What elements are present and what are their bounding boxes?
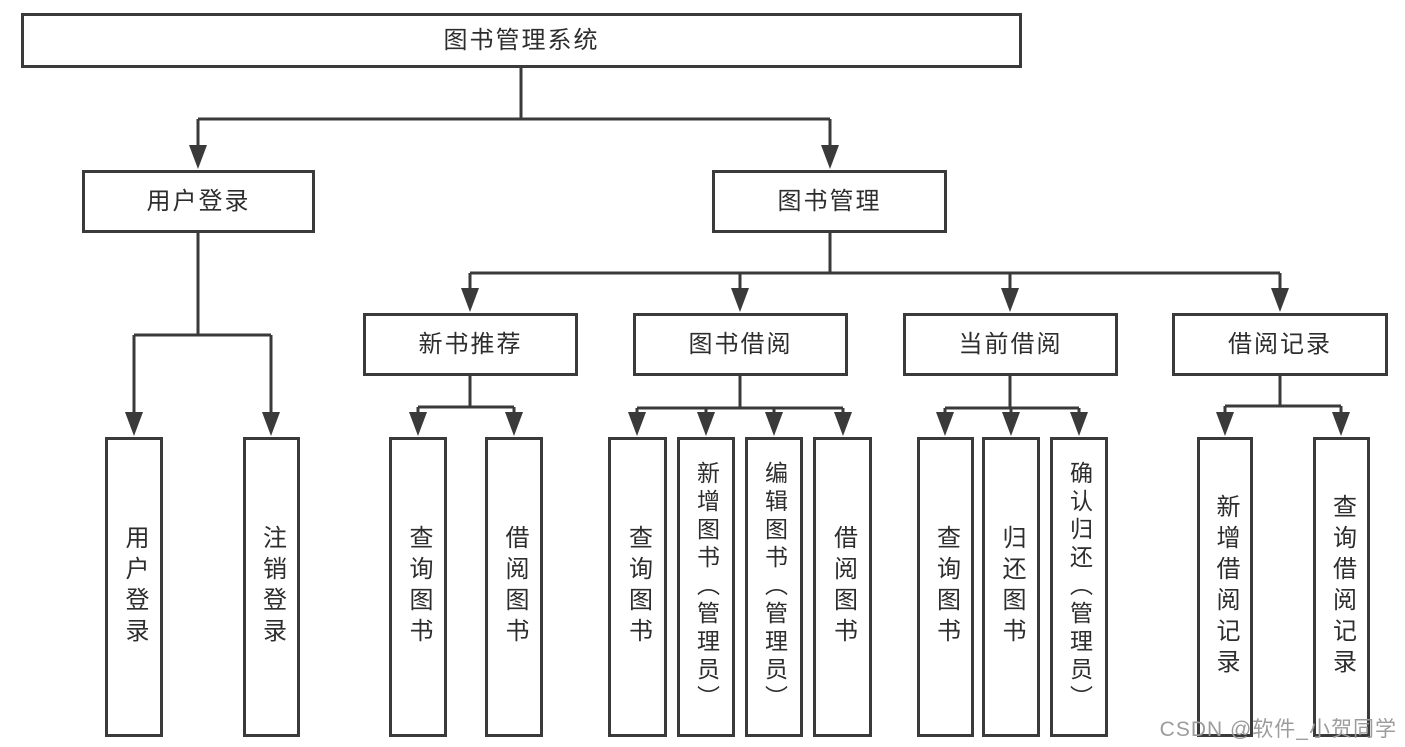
leaf-bb-query-books-label: 查询图书	[624, 525, 652, 649]
leaf-bb-query-books: 查询图书	[608, 437, 667, 737]
node-book-borrow-label: 图书借阅	[688, 330, 793, 358]
node-new-book-recommend: 新书推荐	[363, 313, 578, 376]
leaf-cb-confirm-return: 确认归还（管理员）	[1050, 437, 1108, 737]
watermark: CSDN @软件_小贺同学	[1159, 718, 1397, 741]
leaf-bb-add-books-label: 新增图书（管理员）	[693, 461, 720, 713]
node-borrow-records-label: 借阅记录	[1228, 330, 1332, 358]
node-new-book-recommend-label: 新书推荐	[418, 330, 523, 358]
leaf-user-login-label: 用户登录	[121, 525, 148, 649]
leaf-bb-borrow-books: 借阅图书	[813, 437, 872, 737]
leaf-br-add-record-label: 新增借阅记录	[1212, 494, 1239, 680]
leaf-bb-edit-books-label: 编辑图书（管理员）	[761, 461, 788, 713]
leaf-rec-borrow-books: 借阅图书	[485, 437, 543, 737]
node-user-login: 用户登录	[82, 170, 315, 233]
leaf-cb-confirm-return-label: 确认归还（管理员）	[1066, 461, 1093, 713]
leaf-rec-query-books-label: 查询图书	[405, 525, 432, 649]
leaf-user-login: 用户登录	[105, 437, 163, 737]
leaf-cb-query-books: 查询图书	[917, 437, 974, 737]
node-user-login-label: 用户登录	[146, 187, 251, 215]
leaf-rec-query-books: 查询图书	[389, 437, 447, 737]
node-book-management: 图书管理	[712, 170, 947, 233]
node-root-label: 图书管理系统	[443, 26, 600, 54]
leaf-bb-borrow-books-label: 借阅图书	[829, 525, 857, 649]
connector-path	[132, 68, 1343, 413]
leaf-br-query-record: 查询借阅记录	[1313, 437, 1370, 737]
node-current-borrow: 当前借阅	[903, 313, 1118, 376]
leaf-bb-add-books: 新增图书（管理员）	[677, 437, 735, 737]
leaf-logout: 注销登录	[243, 437, 300, 737]
node-current-borrow-label: 当前借阅	[958, 330, 1063, 358]
leaf-cb-return-books-label: 归还图书	[998, 525, 1025, 649]
leaf-cb-return-books: 归还图书	[982, 437, 1040, 737]
arrowheads	[125, 145, 1350, 436]
leaf-bb-edit-books: 编辑图书（管理员）	[745, 437, 803, 737]
leaf-br-query-record-label: 查询借阅记录	[1328, 494, 1356, 680]
node-book-borrow: 图书借阅	[633, 313, 848, 376]
leaf-logout-label: 注销登录	[258, 525, 286, 649]
node-borrow-records: 借阅记录	[1172, 313, 1388, 376]
node-book-management-label: 图书管理	[777, 187, 882, 215]
leaf-br-add-record: 新增借阅记录	[1197, 437, 1253, 737]
node-root: 图书管理系统	[21, 13, 1022, 68]
leaf-cb-query-books-label: 查询图书	[932, 525, 960, 649]
leaf-rec-borrow-books-label: 借阅图书	[501, 525, 528, 649]
